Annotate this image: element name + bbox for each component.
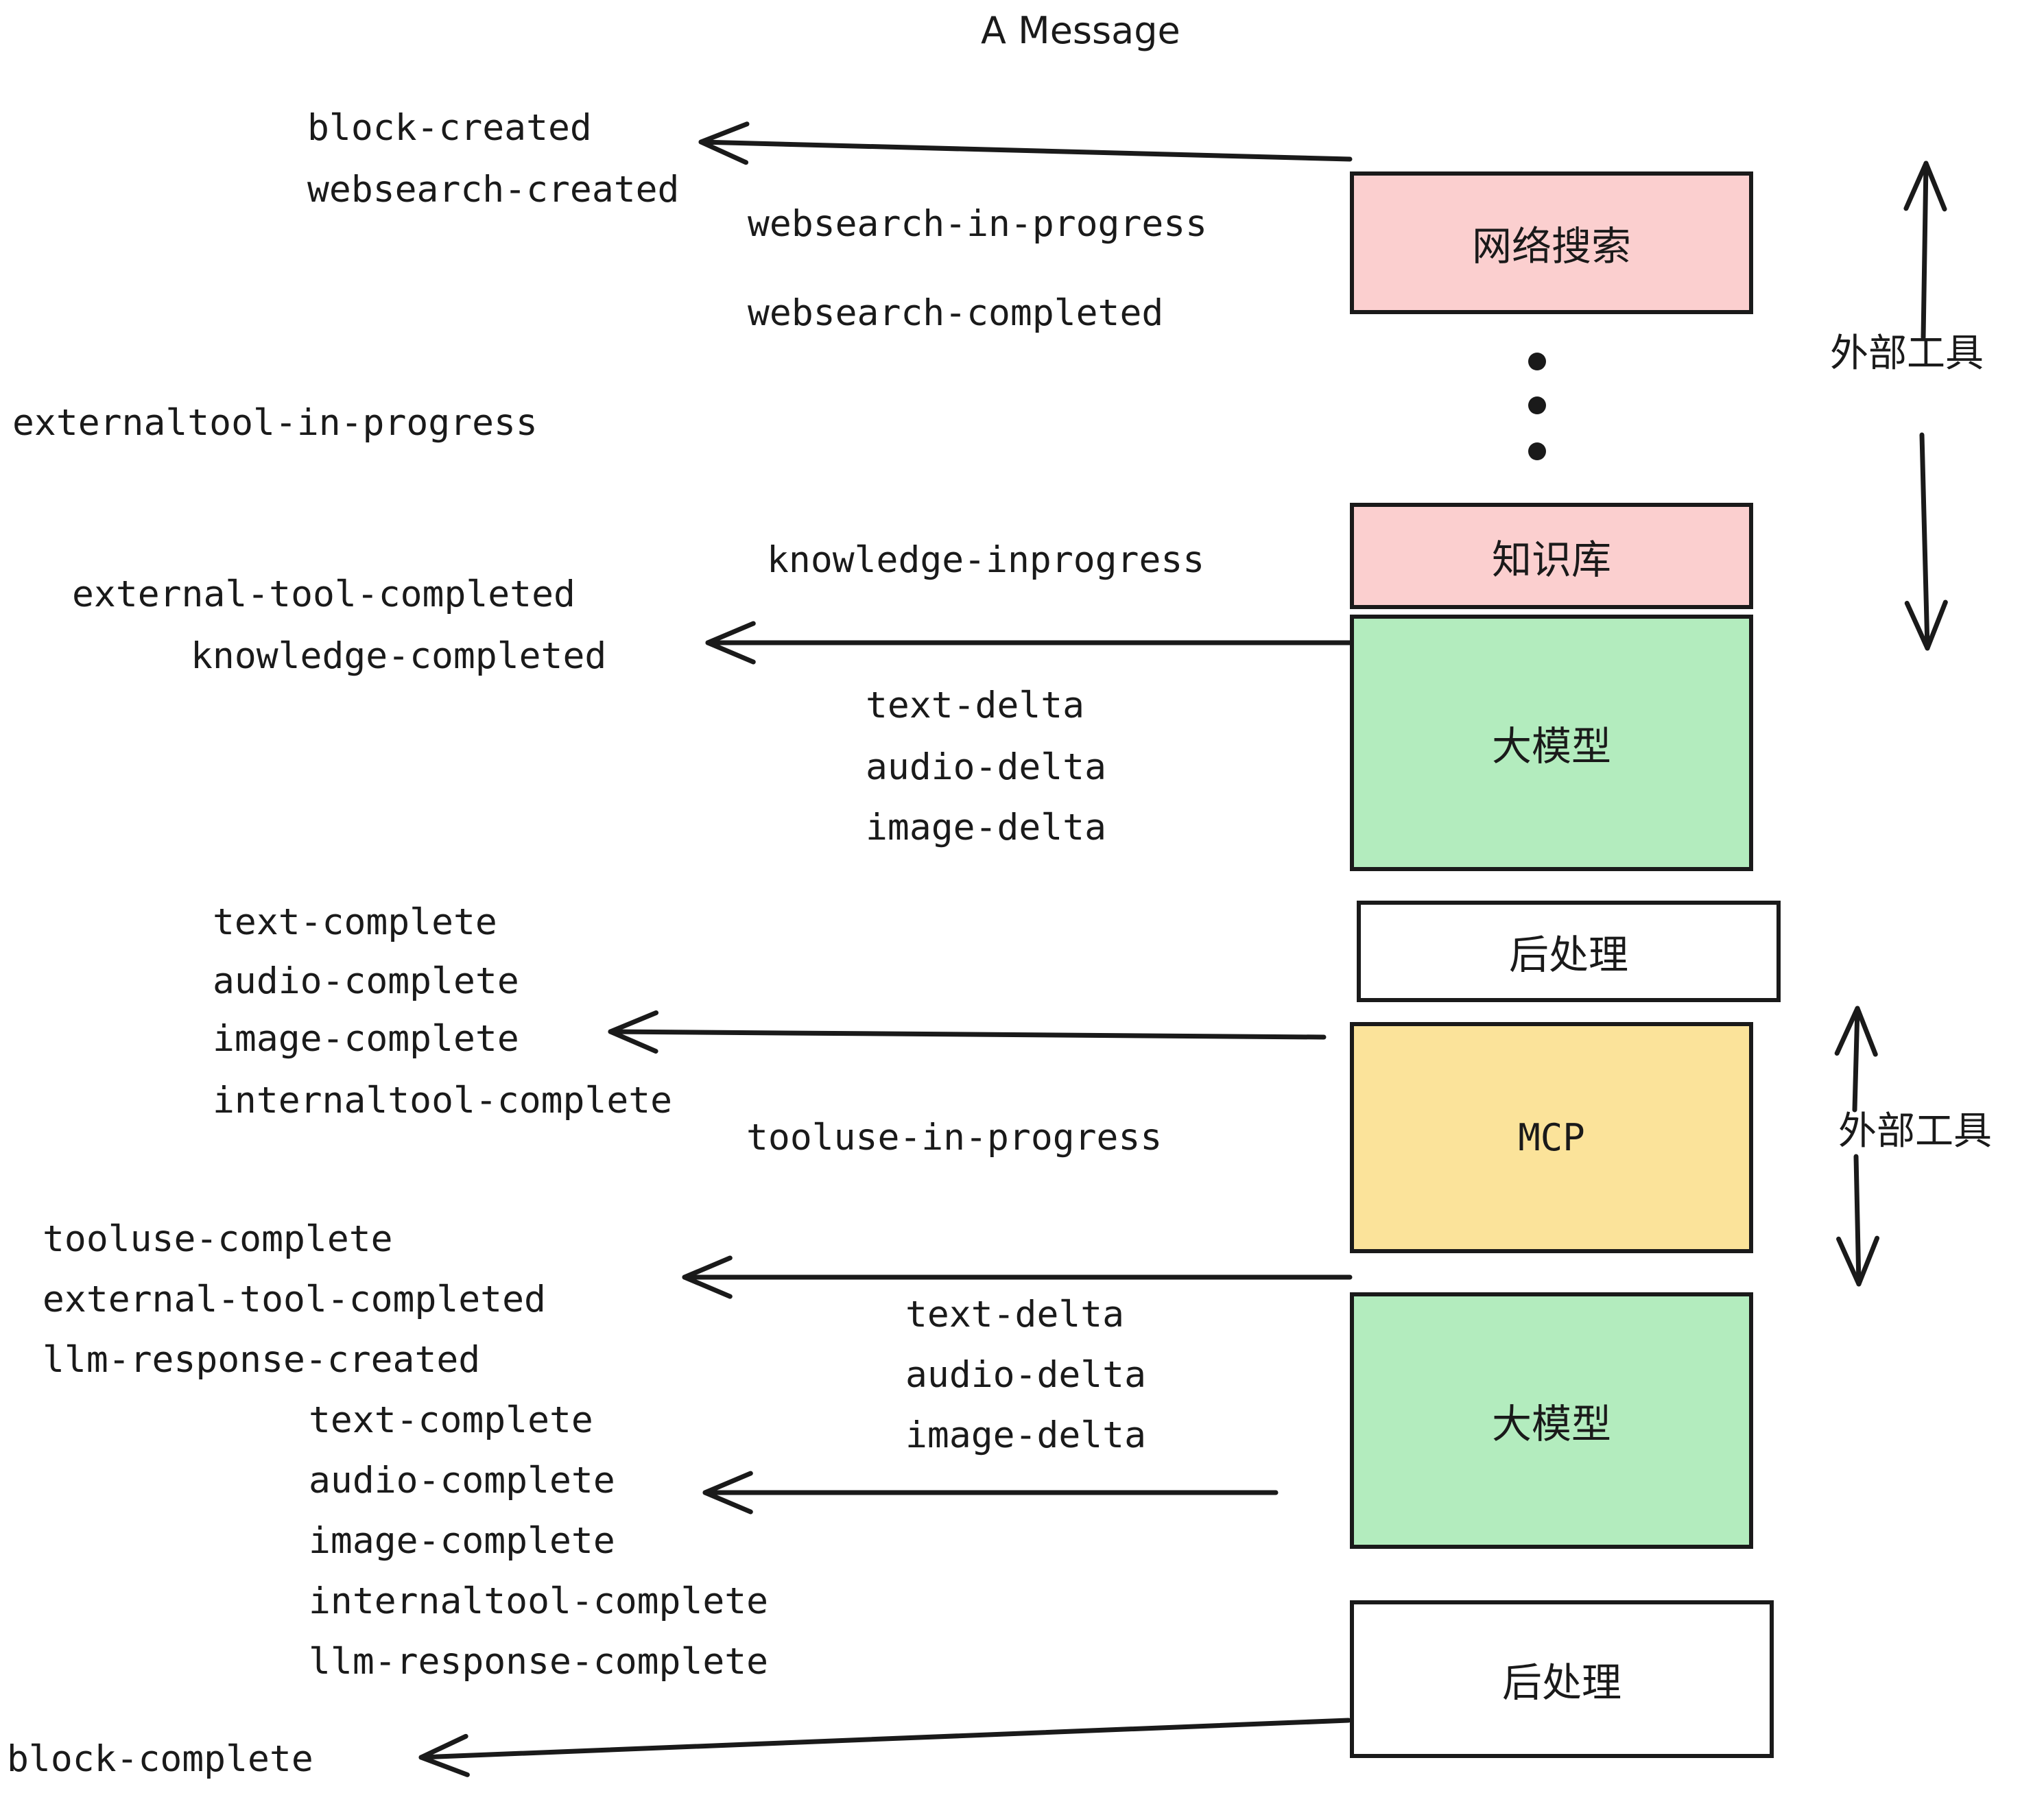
event-label: image-complete	[309, 1520, 615, 1562]
box-postproc-1: 后处理	[1357, 901, 1781, 1002]
event-label: knowledge-completed	[191, 635, 607, 677]
arrow-block-created-arrow	[698, 121, 1353, 165]
event-label: audio-complete	[309, 1460, 615, 1502]
ellipsis-dot-icon	[1528, 353, 1546, 370]
event-label: tooluse-complete	[43, 1218, 393, 1260]
box-label: 大模型	[1491, 1401, 1611, 1447]
box-websearch: 网络搜索	[1350, 171, 1753, 314]
ellipsis-dot-icon	[1528, 396, 1546, 414]
side-label-external-tool-top: 外部工具	[1830, 331, 1984, 376]
event-label: image-delta	[905, 1414, 1146, 1456]
event-label: block-complete	[7, 1738, 313, 1780]
event-label: websearch-completed	[748, 292, 1164, 334]
event-label: audio-complete	[213, 960, 519, 1002]
box-postproc-2: 后处理	[1350, 1600, 1774, 1758]
diagram-title: A Message	[981, 9, 1180, 52]
event-label: text-delta	[866, 685, 1085, 726]
arrow-knowledge-completed-arrow	[705, 621, 1353, 665]
arrow-block-complete-arrow	[418, 1718, 1351, 1777]
arrow-tooluse-complete-arrow	[682, 1255, 1353, 1299]
event-label: external-tool-completed	[43, 1279, 546, 1320]
event-label: internaltool-complete	[309, 1580, 769, 1622]
event-label: llm-response-created	[43, 1339, 481, 1381]
arrow-external-tool-down-arrow-2	[1836, 1154, 1880, 1287]
event-label: external-tool-completed	[72, 573, 575, 615]
event-label: block-created	[307, 107, 592, 149]
arrow-external-tool-up-arrow	[1903, 161, 1947, 340]
event-label: image-complete	[213, 1018, 519, 1060]
box-knowledge: 知识库	[1350, 503, 1753, 609]
box-llm-1: 大模型	[1350, 615, 1753, 871]
event-label: tooluse-in-progress	[746, 1117, 1163, 1159]
box-label: 知识库	[1491, 536, 1611, 583]
box-mcp: MCP	[1350, 1022, 1753, 1253]
event-label: knowledge-inprogress	[767, 539, 1205, 581]
side-label-external-tool-bottom: 外部工具	[1838, 1109, 1992, 1154]
event-label: text-complete	[309, 1399, 593, 1441]
box-label: MCP	[1518, 1116, 1585, 1159]
box-label: 网络搜索	[1471, 223, 1631, 270]
box-label: 后处理	[1508, 931, 1628, 978]
event-label: audio-delta	[905, 1354, 1146, 1396]
event-label: text-complete	[213, 901, 497, 943]
arrow-audio-complete-arrow	[702, 1471, 1279, 1515]
event-label: externaltool-in-progress	[12, 402, 538, 444]
event-label: llm-response-complete	[309, 1641, 769, 1683]
event-label: image-delta	[866, 807, 1106, 848]
box-llm-2: 大模型	[1350, 1292, 1753, 1549]
arrow-image-complete-arrow	[608, 1010, 1327, 1054]
event-label: text-delta	[905, 1294, 1125, 1336]
box-label: 大模型	[1491, 723, 1611, 770]
event-label: internaltool-complete	[213, 1080, 673, 1121]
event-label: websearch-in-progress	[748, 203, 1208, 245]
event-label: websearch-created	[307, 169, 680, 211]
ellipsis-dot-icon	[1528, 442, 1546, 460]
arrow-external-tool-up-arrow-2	[1834, 1006, 1878, 1113]
box-label: 后处理	[1501, 1659, 1621, 1706]
event-label: audio-delta	[866, 746, 1106, 788]
arrow-external-tool-down-arrow	[1904, 432, 1948, 651]
